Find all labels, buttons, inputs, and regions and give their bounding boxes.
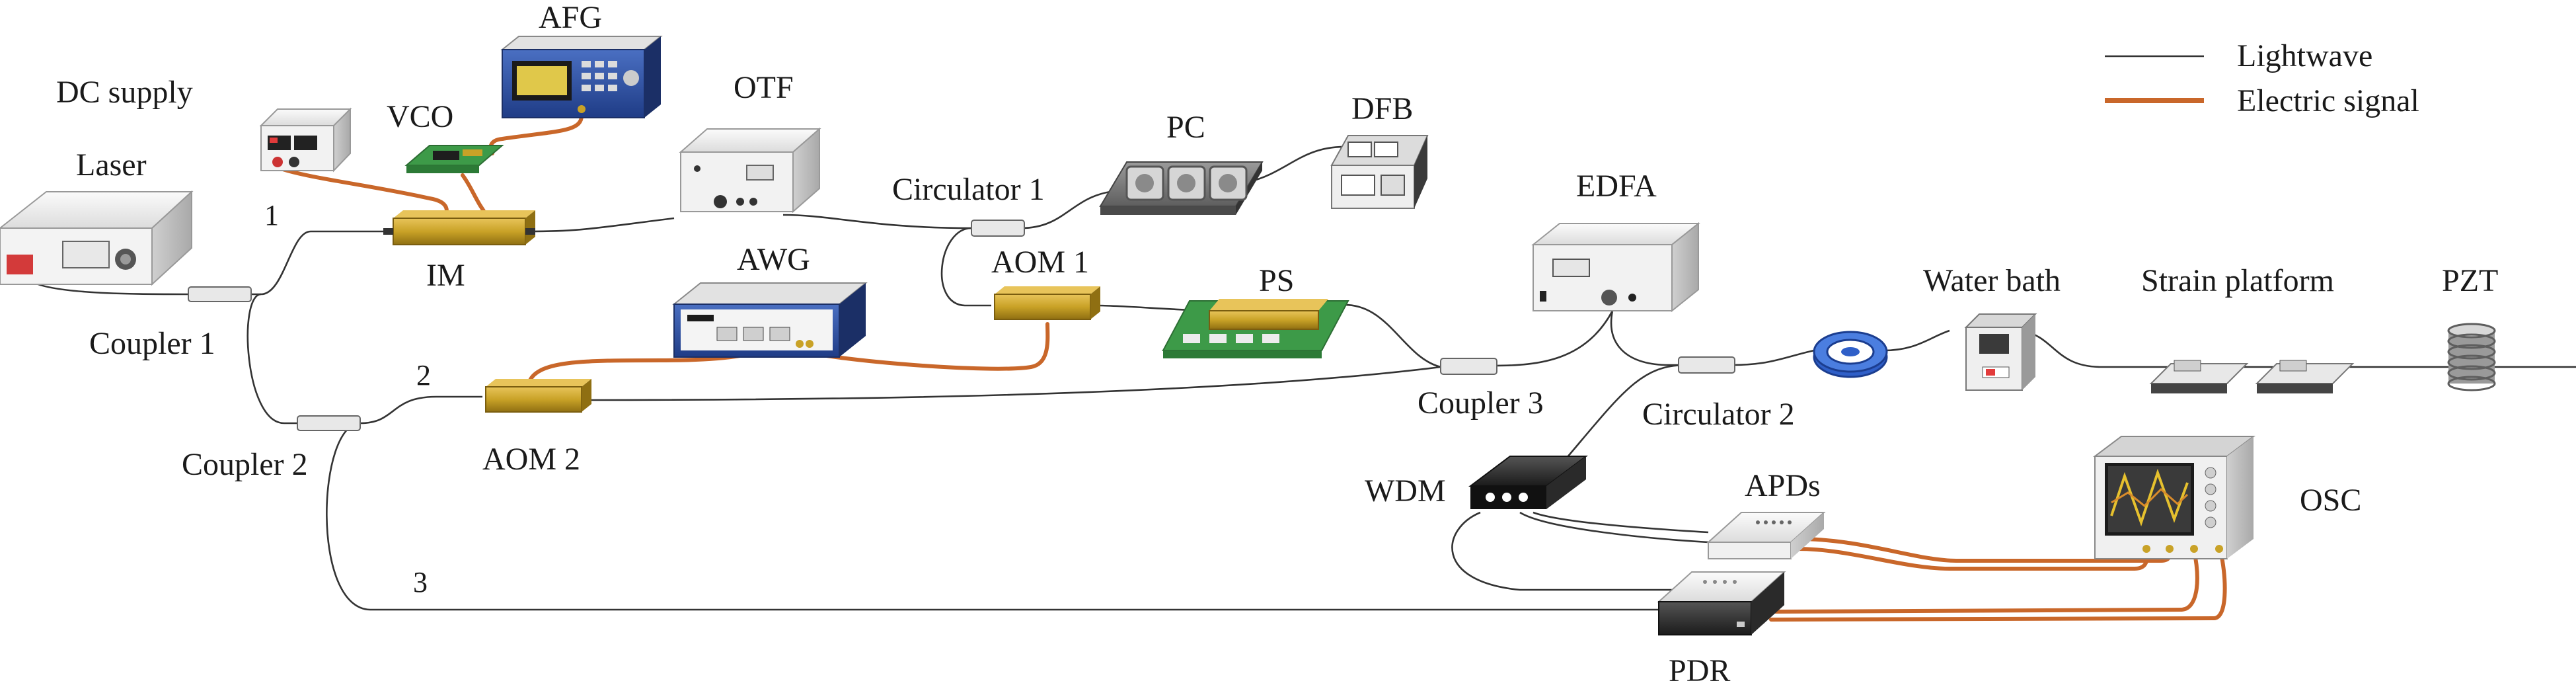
label-coupler2: Coupler 2 <box>182 447 308 482</box>
afg-device <box>500 36 663 118</box>
wdm-device <box>1468 456 1588 509</box>
coupler3-device <box>1440 358 1497 375</box>
ps-board <box>1162 299 1349 358</box>
label-dfb: DFB <box>1351 91 1413 126</box>
aom1-modulator <box>994 286 1100 320</box>
label-circulator2: Circulator 2 <box>1642 397 1795 432</box>
otf-device <box>679 127 821 214</box>
label-pdr: PDR <box>1669 653 1730 688</box>
strain-platform-1 <box>2149 360 2249 393</box>
circulator2-device <box>1678 356 1735 374</box>
branch-number-2: 2 <box>416 359 431 391</box>
awg-device <box>672 282 868 358</box>
pzt-device <box>2447 323 2496 391</box>
label-osc: OSC <box>2300 483 2361 518</box>
label-awg: AWG <box>737 242 810 277</box>
label-dc-supply: DC supply <box>56 75 193 110</box>
label-apds: APDs <box>1745 468 1821 503</box>
dc-supply-device <box>259 107 352 173</box>
label-otf: OTF <box>734 70 794 105</box>
branch-number-1: 1 <box>264 199 279 231</box>
label-strain-platform: Strain platform <box>2141 263 2334 298</box>
coupler2-device <box>297 415 361 431</box>
label-im: IM <box>426 258 465 293</box>
electric-paths <box>279 114 2227 622</box>
label-coupler1: Coupler 1 <box>89 326 215 361</box>
aom2-modulator <box>485 379 591 413</box>
pdr-device <box>1657 571 1786 635</box>
legend-lightwave-label: Lightwave <box>2237 38 2372 73</box>
laser-device <box>0 190 194 286</box>
label-aom2: AOM 2 <box>482 442 580 477</box>
circulator1-device <box>971 220 1025 237</box>
label-afg: AFG <box>539 0 602 35</box>
label-circulator1: Circulator 1 <box>892 172 1045 207</box>
label-ps: PS <box>1259 263 1294 298</box>
label-vco: VCO <box>387 99 453 134</box>
osc-device <box>2093 436 2255 559</box>
legend-electric-label: Electric signal <box>2237 83 2419 118</box>
label-pc: PC <box>1166 110 1205 145</box>
branch-numbers: 1 2 3 <box>264 199 431 598</box>
im-modulator <box>383 210 535 245</box>
coupler1-device <box>188 286 252 302</box>
label-water-bath: Water bath <box>1923 263 2061 298</box>
water-bath-device <box>1964 313 2037 391</box>
label-edfa: EDFA <box>1576 169 1657 204</box>
fiber-spool <box>1813 331 1888 378</box>
label-laser: Laser <box>76 147 147 183</box>
label-coupler3: Coupler 3 <box>1418 386 1544 421</box>
vco-board <box>404 145 504 173</box>
edfa-device <box>1531 222 1700 313</box>
strain-platform-2 <box>2255 360 2355 393</box>
branch-number-3: 3 <box>413 566 428 598</box>
device-labels: Laser DC supply VCO AFG OTF IM PC DFB Ci… <box>56 0 2498 688</box>
label-wdm: WDM <box>1365 473 1446 508</box>
label-aom1: AOM 1 <box>991 245 1089 280</box>
dfb-device <box>1330 135 1429 209</box>
apds-device <box>1706 512 1826 559</box>
legend: Lightwave Electric signal <box>2105 38 2419 118</box>
pc-device <box>1099 161 1264 215</box>
label-pzt: PZT <box>2442 263 2498 298</box>
fiber-paths <box>25 145 2576 611</box>
